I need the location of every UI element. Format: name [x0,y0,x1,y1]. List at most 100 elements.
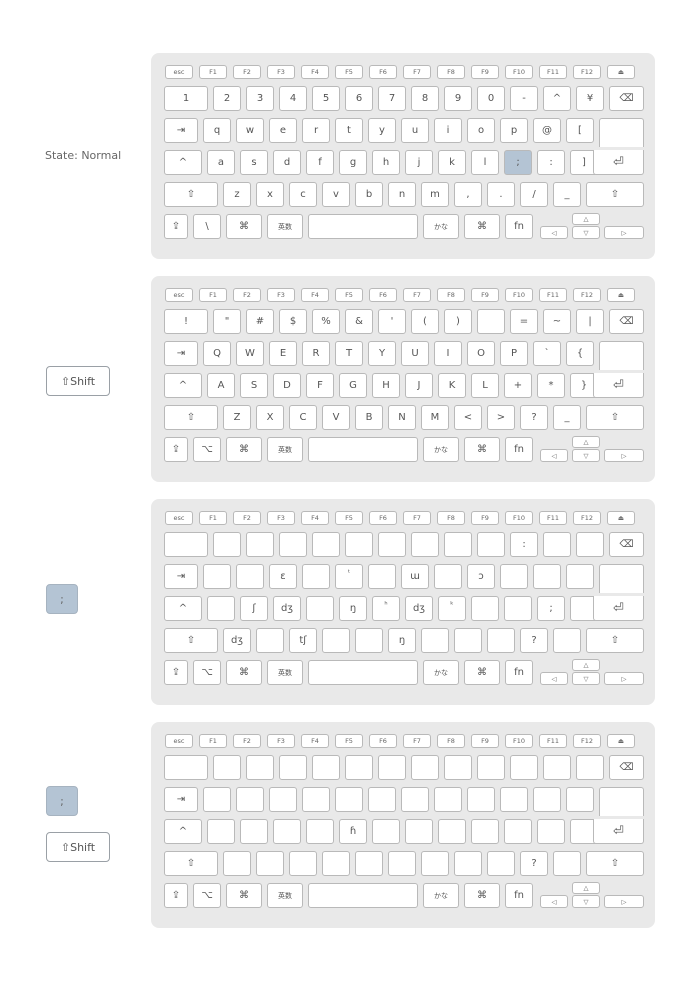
key-0[interactable] [477,309,505,334]
key-x[interactable]: X [256,405,284,430]
key-z[interactable]: dʒ [223,628,251,653]
key-5[interactable] [312,755,340,780]
key-u[interactable] [401,787,429,812]
key-v[interactable] [322,851,350,876]
key-caret[interactable] [543,755,571,780]
key-d[interactable] [273,819,301,844]
arrow-right-key[interactable]: ▷ [604,672,644,685]
f9-key[interactable]: F9 [471,734,499,748]
key-5[interactable]: 5 [312,86,340,111]
arrow-right-key[interactable]: ▷ [604,449,644,462]
key-m[interactable] [421,628,449,653]
key-g[interactable]: G [339,373,367,398]
key-m[interactable] [421,851,449,876]
key-semicolon[interactable] [504,596,532,621]
f7-key[interactable]: F7 [403,511,431,525]
key-h[interactable]: H [372,373,400,398]
key-3[interactable]: 3 [246,86,274,111]
key-6[interactable]: 6 [345,86,373,111]
key-4[interactable] [279,755,307,780]
key-a[interactable] [207,819,235,844]
key-0[interactable] [477,755,505,780]
key-a[interactable]: a [207,150,235,175]
f6-key[interactable]: F6 [369,288,397,302]
key-o[interactable]: ɔ [467,564,495,589]
key-slash[interactable]: ? [520,405,548,430]
key-5[interactable]: % [312,309,340,334]
left-shift-key[interactable]: ⇧ [164,628,218,653]
key-q[interactable] [203,787,231,812]
key-e[interactable]: E [269,341,297,366]
f11-key[interactable]: F11 [539,511,567,525]
f10-key[interactable]: F10 [505,511,533,525]
key-s[interactable] [240,819,268,844]
right-command-key[interactable]: ⌘ [464,437,500,462]
key-comma[interactable]: , [454,182,482,207]
key-yen[interactable]: ¥ [576,86,604,111]
key-j[interactable] [405,819,433,844]
return-key[interactable]: ⏎ [593,373,644,398]
key-l[interactable]: L [471,373,499,398]
key-k[interactable]: k [438,150,466,175]
key-h[interactable]: ʰ [372,596,400,621]
left-shift-key[interactable]: ⇧ [164,182,218,207]
f9-key[interactable]: F9 [471,65,499,79]
key-c[interactable]: c [289,182,317,207]
key-l[interactable]: l [471,150,499,175]
arrow-left-key[interactable]: ◁ [540,895,568,908]
f11-key[interactable]: F11 [539,288,567,302]
key-x[interactable] [256,851,284,876]
key-yen[interactable] [576,532,604,557]
f8-key[interactable]: F8 [437,511,465,525]
f10-key[interactable]: F10 [505,288,533,302]
key-m[interactable]: m [421,182,449,207]
f11-key[interactable]: F11 [539,734,567,748]
key-n[interactable] [388,851,416,876]
key-at[interactable] [533,564,561,589]
key-y[interactable]: y [368,118,396,143]
key-8[interactable]: 8 [411,86,439,111]
caps-lock-key[interactable]: ⇪ [164,883,188,908]
key-3[interactable] [246,532,274,557]
f2-key[interactable]: F2 [233,288,261,302]
f12-key[interactable]: F12 [573,511,601,525]
eject-key[interactable]: ⏏ [607,511,635,525]
key-t[interactable] [335,787,363,812]
key-comma[interactable] [454,851,482,876]
key-i[interactable] [434,787,462,812]
f5-key[interactable]: F5 [335,288,363,302]
arrow-down-key[interactable]: ▽ [572,672,600,685]
key-7[interactable]: 7 [378,86,406,111]
arrow-up-key[interactable]: △ [572,213,600,225]
key-2[interactable]: " [213,309,241,334]
control-key[interactable]: ^ [164,596,202,621]
key-e[interactable]: e [269,118,297,143]
option-key[interactable]: ⌥ [193,437,221,462]
key-slash[interactable]: ? [520,851,548,876]
key-b[interactable] [355,851,383,876]
key-1[interactable] [164,755,208,780]
f5-key[interactable]: F5 [335,511,363,525]
key-colon[interactable]: : [537,150,565,175]
key-1[interactable]: 1 [164,86,208,111]
eisu-key[interactable]: 英数 [267,660,303,685]
key-7[interactable]: ' [378,309,406,334]
key-bracket-left[interactable]: [ [566,118,594,143]
left-command-key[interactable]: ⌘ [226,883,262,908]
key-w[interactable]: w [236,118,264,143]
left-command-key[interactable]: ⌘ [226,214,262,239]
f3-key[interactable]: F3 [267,65,295,79]
left-shift-key[interactable]: ⇧ [164,405,218,430]
fn-key[interactable]: fn [505,214,533,239]
f3-key[interactable]: F3 [267,734,295,748]
arrow-up-key[interactable]: △ [572,436,600,448]
option-key[interactable]: \ [193,214,221,239]
f12-key[interactable]: F12 [573,65,601,79]
key-j[interactable]: J [405,373,433,398]
return-key-upper[interactable] [599,787,644,816]
option-key[interactable]: ⌥ [193,660,221,685]
f2-key[interactable]: F2 [233,511,261,525]
eisu-key[interactable]: 英数 [267,883,303,908]
key-e[interactable] [269,787,297,812]
key-7[interactable] [378,755,406,780]
